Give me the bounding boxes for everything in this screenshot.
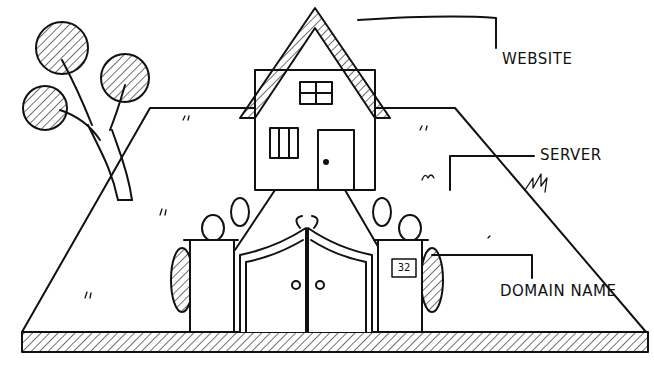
ground-slab — [22, 108, 648, 352]
gate — [184, 216, 428, 332]
label-text: WEBSITE — [502, 50, 572, 68]
label-text: DOMAIN NAME — [500, 282, 616, 300]
tree — [23, 22, 149, 200]
house-number: 32 — [392, 259, 416, 277]
house — [240, 8, 390, 190]
label-text: SERVER — [540, 146, 602, 164]
